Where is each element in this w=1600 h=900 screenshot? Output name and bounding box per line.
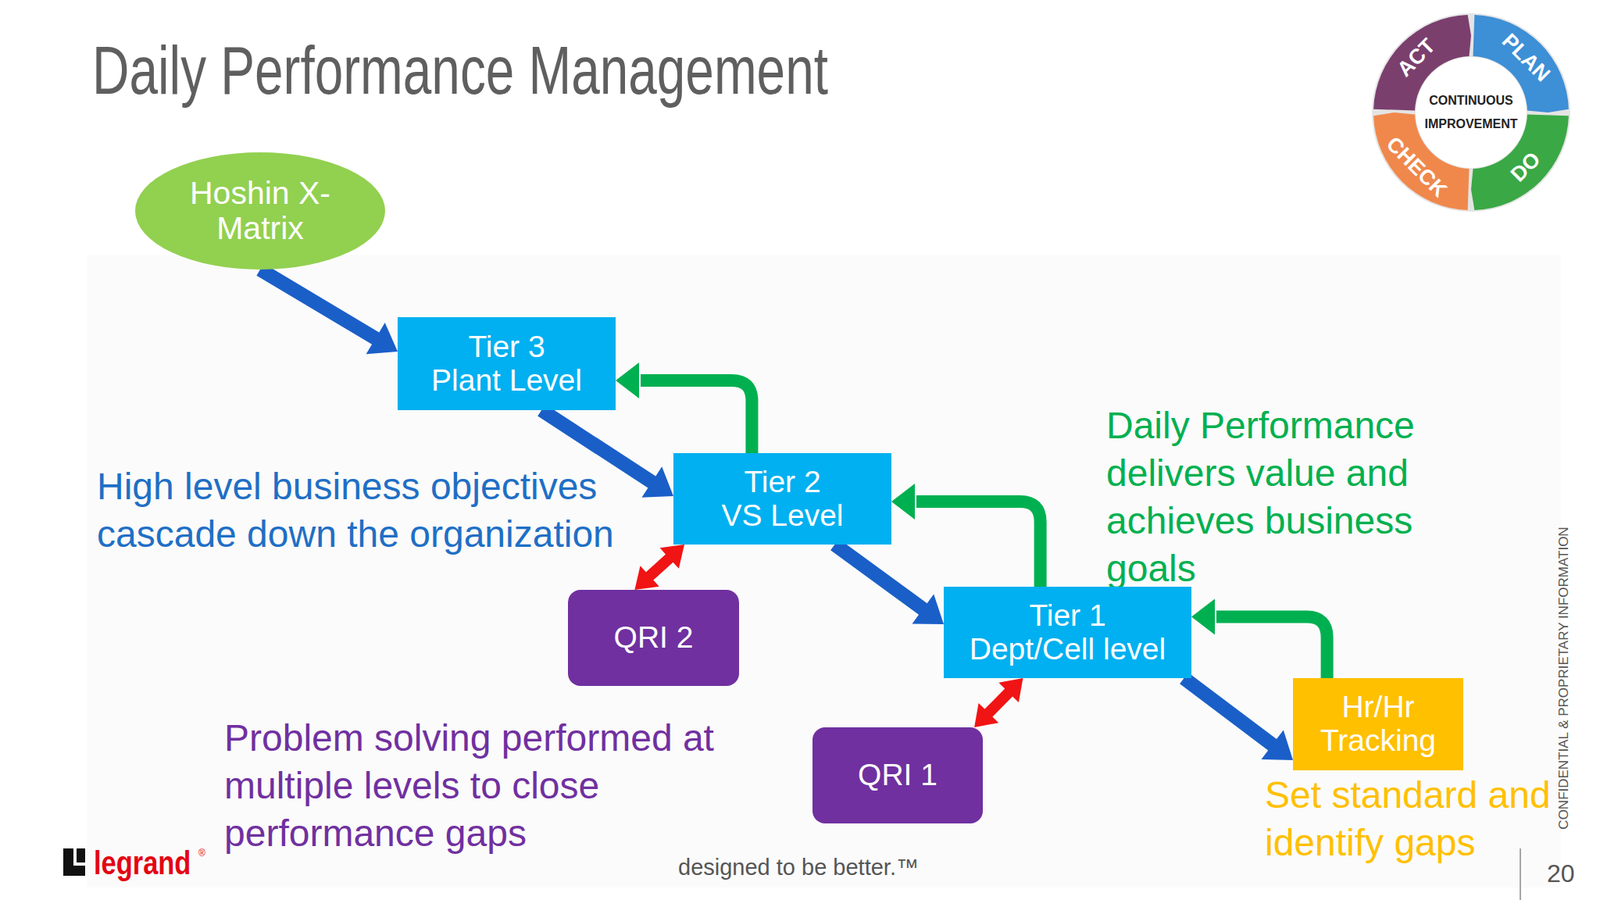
node-text: Plant Level <box>431 364 583 398</box>
elbow-arrow-shaft <box>640 380 752 454</box>
connector <box>830 539 944 625</box>
arrow-head <box>891 483 915 520</box>
tagline: designed to be better.™ <box>678 856 919 879</box>
connector <box>615 362 752 454</box>
node-text: Tier 1 <box>1028 599 1106 633</box>
confidential-note: CONFIDENTIAL & PROPRIETARY INFORMATION <box>1557 526 1571 829</box>
cycle-center-text: CONTINUOUS IMPROVEMENT <box>1416 89 1526 136</box>
elbow-arrow-shaft <box>1216 617 1328 679</box>
process-box: Tier 1Dept/Cell level <box>943 586 1192 679</box>
cycle-step-text: CHECK <box>1382 133 1450 202</box>
cycle-step-text: PLAN <box>1497 29 1554 86</box>
callout-text: Daily Performance delivers value and ach… <box>1106 401 1474 593</box>
process-box: Hr/Hr Tracking <box>1292 678 1464 771</box>
block-arrow <box>634 544 685 590</box>
node-text: VS Level <box>721 499 843 533</box>
connector <box>1179 672 1293 761</box>
node-text: QRI 1 <box>857 758 938 793</box>
ring-shadow <box>1371 13 1571 212</box>
connector <box>537 404 674 498</box>
ring-center <box>1415 57 1527 168</box>
ring-segment <box>1473 14 1569 113</box>
page-divider <box>1519 848 1522 900</box>
callout-text: Problem solving performed at multiple le… <box>224 714 772 858</box>
ellipse-shape <box>135 152 386 270</box>
logo-mark <box>63 848 86 876</box>
connector <box>1191 599 1328 679</box>
ellipse-fill <box>135 152 386 270</box>
callout-text: Set standard and identify gaps <box>1264 771 1600 867</box>
node-text: Hr/Hr Tracking <box>1311 690 1445 758</box>
page-number: 20 <box>1546 860 1575 886</box>
node-text: Dept/Cell level <box>969 632 1166 667</box>
logo-mark-text: ® <box>198 848 206 858</box>
arrow-head <box>615 362 640 399</box>
node-text: Hoshin X-Matrix <box>182 175 339 247</box>
node-text: Tier 3 <box>467 330 545 365</box>
connector <box>634 544 685 590</box>
arrow-head <box>1191 599 1215 636</box>
process-box: Tier 3Plant Level <box>397 317 616 411</box>
ring-segment <box>1373 14 1472 111</box>
callout-text: High level business objectives cascade d… <box>96 462 691 558</box>
connector <box>256 263 398 354</box>
block-arrow <box>830 539 944 625</box>
slide-title: Daily Performance Management <box>92 35 829 104</box>
connector <box>891 483 1041 587</box>
elbow-arrow-shaft <box>916 501 1041 587</box>
cycle-ring <box>1371 13 1571 212</box>
logo-text: legrand <box>93 846 191 880</box>
node-text: QRI 2 <box>614 621 694 655</box>
process-box: QRI 2 <box>567 589 740 686</box>
process-box: Tier 2VS Level <box>673 453 892 545</box>
logo-mark <box>76 848 86 863</box>
ellipse-node: Hoshin X-Matrix <box>135 152 386 270</box>
block-arrow <box>1179 672 1293 761</box>
node-text: Tier 2 <box>743 465 821 500</box>
block-arrow <box>256 263 398 354</box>
ring-segment <box>1373 112 1469 211</box>
ring-segment <box>1471 114 1569 211</box>
process-box: QRI 1 <box>812 727 983 824</box>
cycle-diagram: ACT PLAN CHECK DO CONTINUOUS IMPROVEMENT <box>1371 13 1571 212</box>
connector <box>974 678 1023 728</box>
cycle-step-text: DO <box>1507 148 1545 186</box>
block-arrow <box>537 404 674 498</box>
block-arrow <box>974 678 1023 728</box>
cycle-step-text: ACT <box>1393 35 1440 81</box>
